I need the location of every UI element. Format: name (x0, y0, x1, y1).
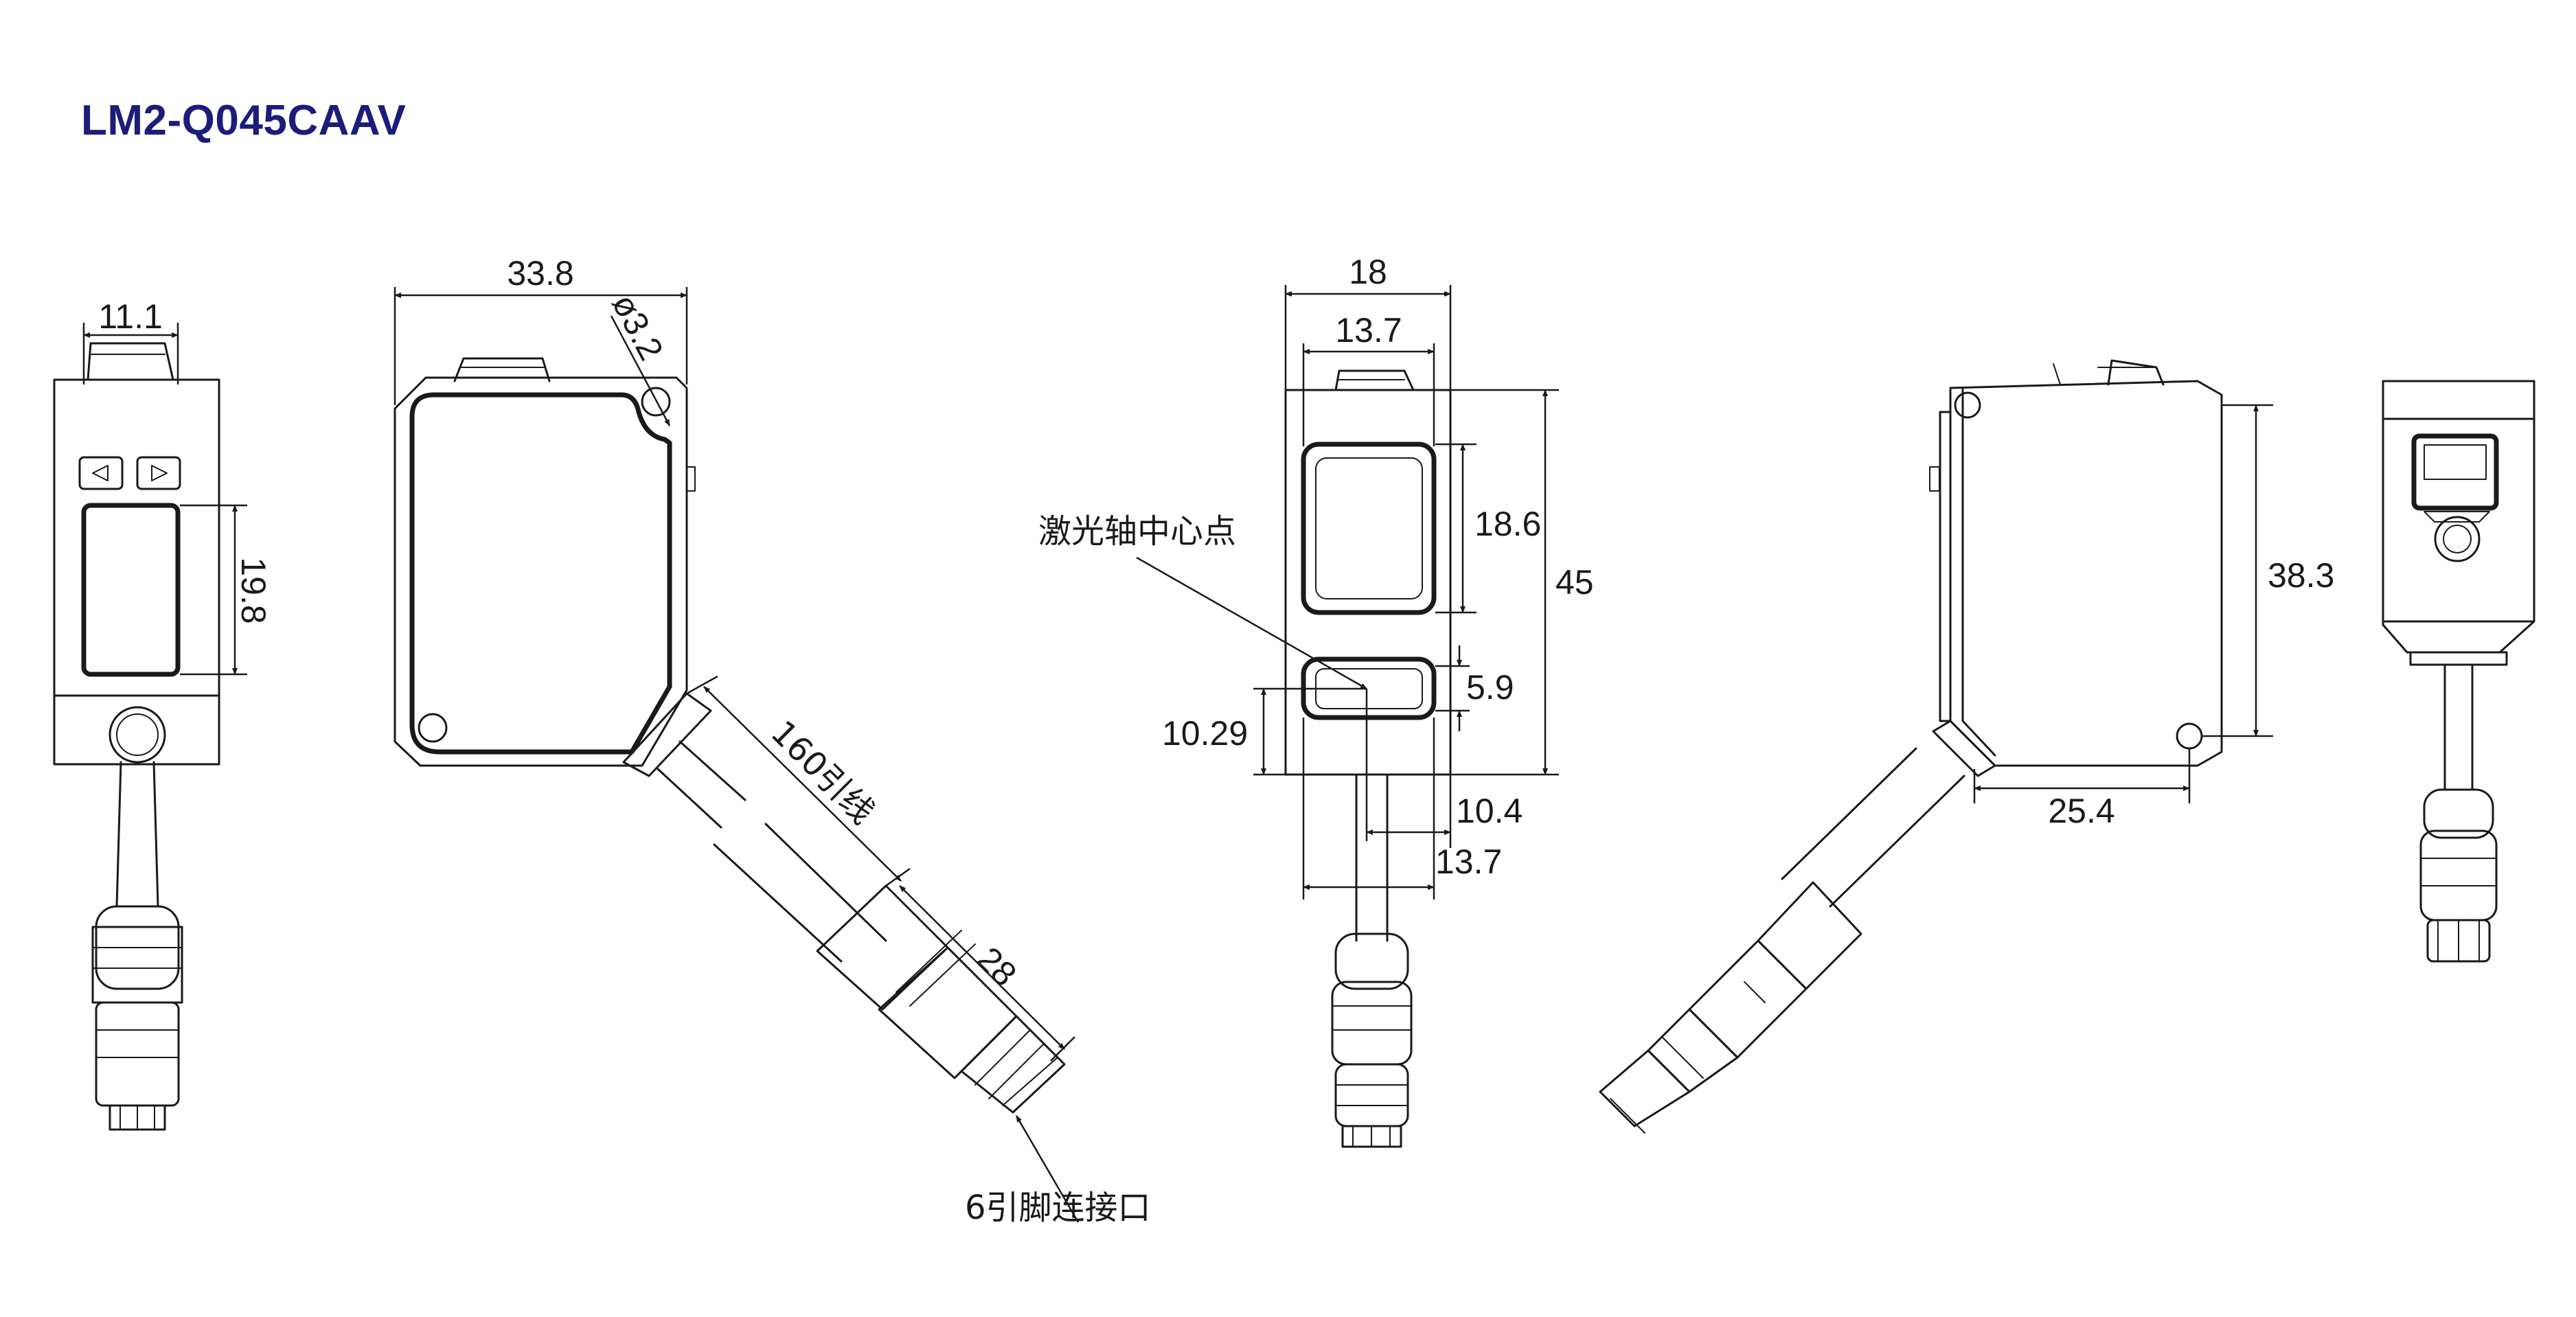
dim-connector-length: 28 (970, 939, 1024, 994)
dim-center-window-height: 18.6 (1474, 505, 1541, 543)
dim-center-axis-offset: 10.4 (1456, 792, 1523, 830)
right-button-icon (136, 456, 181, 490)
dim-side-width: 33.8 (507, 254, 573, 293)
mount-hole-icon (641, 387, 671, 417)
dim-center-laser-window-height: 5.9 (1466, 668, 1514, 707)
dim-center-axis-height: 10.29 (1162, 714, 1248, 753)
dim-hole-diameter: ø3.2 (604, 288, 670, 367)
mount-hole-icon (2176, 722, 2203, 750)
display-window (81, 503, 181, 677)
dim-center-bottom-width: 13.7 (1435, 843, 1502, 881)
dim-front-width: 11.1 (98, 297, 163, 336)
dim-center-height: 45 (1555, 563, 1594, 602)
mount-hole-icon (418, 713, 448, 743)
dim-cable-length: 160引线 (764, 713, 882, 832)
dim-back-hole-spacing-h: 25.4 (2048, 792, 2115, 830)
side-view: 33.8 ø3.2 160引线 28 6引脚连接口 (394, 254, 1151, 1227)
left-button-icon (78, 456, 124, 490)
dim-front-display-height: 19.8 (234, 557, 273, 623)
laser-lens-icon (2434, 516, 2481, 562)
dim-back-hole-spacing-v: 38.3 (2268, 556, 2334, 595)
receiver-window (1301, 442, 1437, 615)
drawing-title: LM2-Q045CAAV (81, 97, 407, 144)
back-view: 38.3 25.4 (1599, 359, 2334, 1134)
connector-port-label: 6引脚连接口 (965, 1189, 1151, 1227)
mount-hole-icon (1954, 391, 1981, 419)
laser-axis-label: 激光轴中心点 (1038, 512, 1236, 551)
center-view: 18 13.7 18.6 45 5.9 10.29 10.4 (1038, 253, 1594, 1148)
right-side-view (2382, 380, 2535, 963)
dim-center-width: 18 (1349, 253, 1387, 291)
front-view: 11.1 19.8 (53, 297, 273, 1131)
dim-center-window-width: 13.7 (1335, 311, 1402, 350)
